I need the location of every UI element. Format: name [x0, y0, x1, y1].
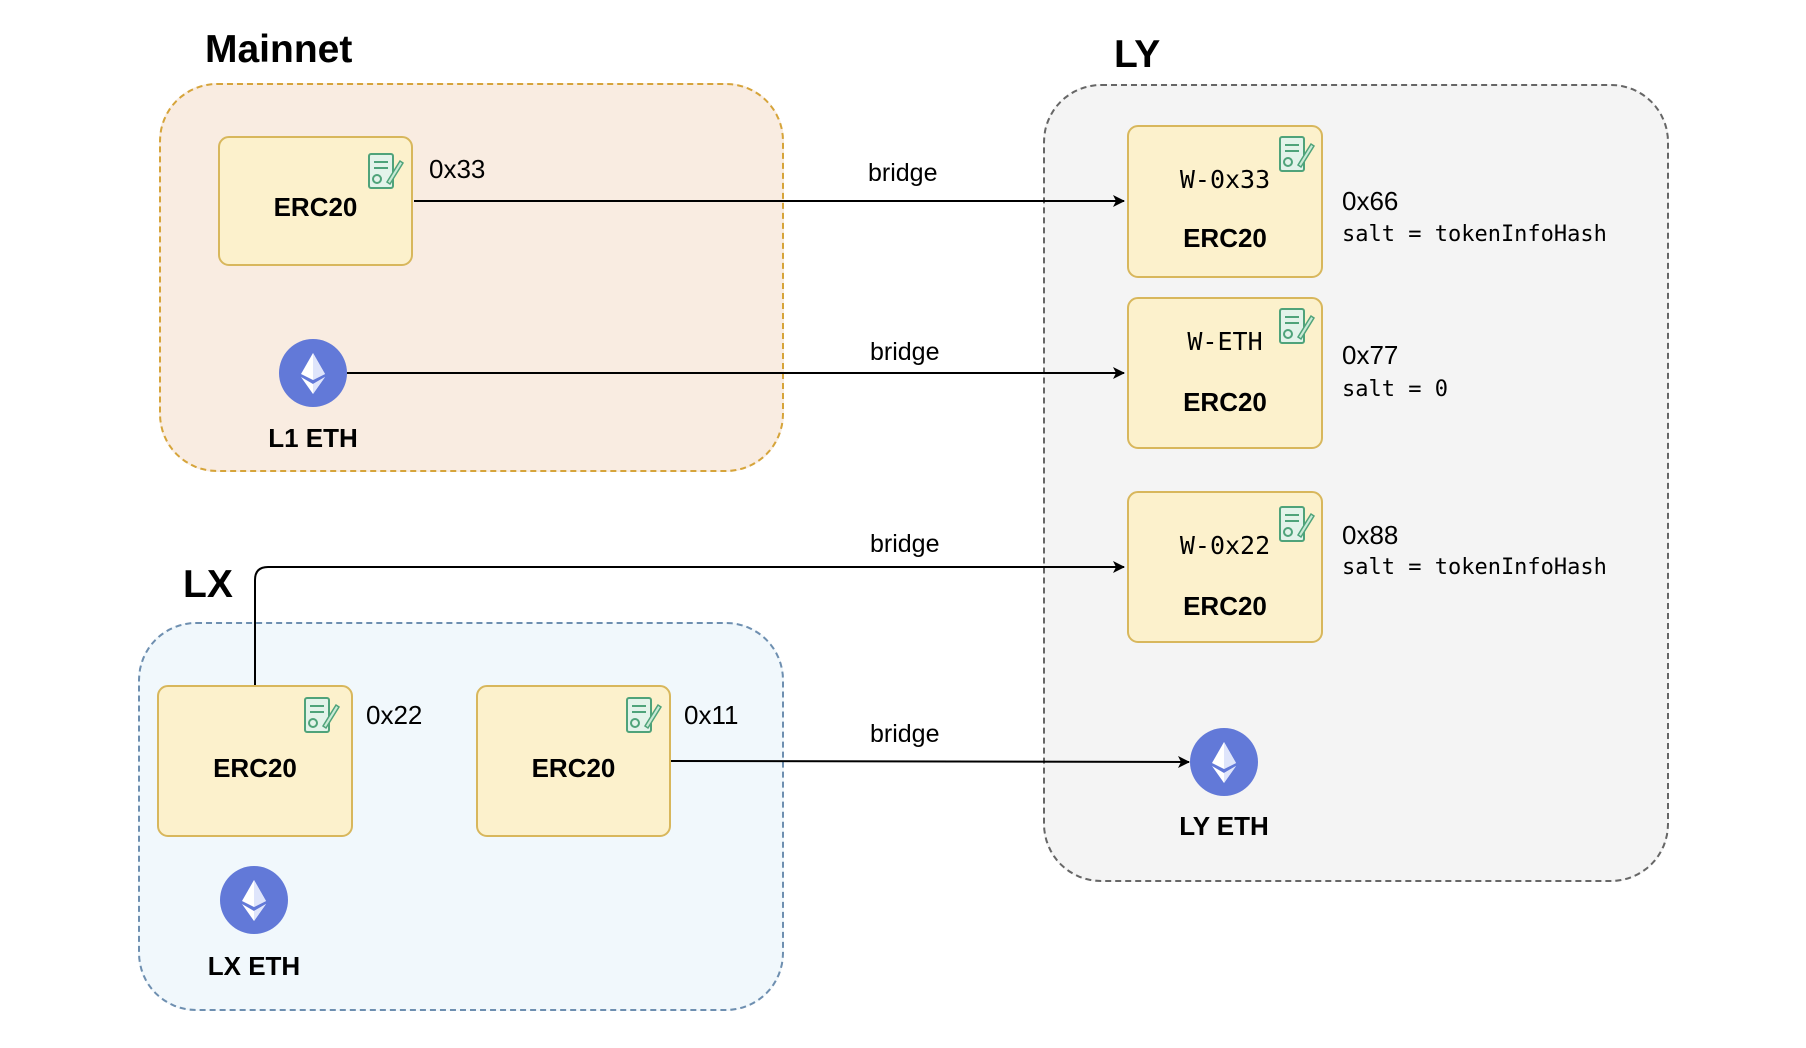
contract-certificate-icon — [368, 153, 405, 189]
wrapped-token-name: W-ETH — [1187, 327, 1263, 356]
contract-certificate-icon — [1279, 136, 1316, 172]
wrapped-token-name: W-0x33 — [1179, 165, 1271, 194]
lx-eth-label: LX ETH — [207, 951, 301, 981]
ly-w-eth-token[interactable]: W-ETH ERC20 — [1127, 297, 1323, 449]
bridge-label-1: bridge — [868, 159, 938, 187]
token-label: ERC20 — [1183, 591, 1267, 621]
wrapped-token-name: W-0x22 — [1179, 531, 1271, 560]
bridge-label-3: bridge — [870, 530, 940, 558]
token-label: ERC20 — [1183, 223, 1267, 253]
ly-w-0x33-address: 0x66 — [1342, 186, 1399, 216]
mainnet-title: Mainnet — [205, 28, 353, 71]
ly-w-eth-salt: salt = 0 — [1342, 377, 1448, 402]
ethereum-icon — [220, 866, 288, 934]
bridge-label-2: bridge — [870, 338, 940, 366]
ethereum-icon — [279, 339, 347, 407]
bridge-edge-erc20-0x11 — [669, 755, 1190, 768]
contract-certificate-icon — [304, 697, 341, 733]
ly-eth-label: LY ETH — [1179, 811, 1269, 841]
lx-title: LX — [183, 563, 233, 606]
mainnet-erc20-address: 0x33 — [429, 154, 486, 184]
lx-erc20-0x11-token[interactable]: ERC20 — [476, 685, 671, 837]
l1-eth-label: L1 ETH — [268, 423, 358, 453]
bridge-edge-erc20-0x22 — [254, 561, 1125, 685]
ly-w-0x22-address: 0x88 — [1342, 520, 1399, 550]
bridge-label-4: bridge — [870, 720, 940, 748]
ethereum-icon — [1190, 728, 1258, 796]
ly-w-0x22-token[interactable]: W-0x22 ERC20 — [1127, 491, 1323, 643]
token-label: ERC20 — [1183, 387, 1267, 417]
contract-certificate-icon — [1279, 308, 1316, 344]
ly-w-0x22-salt: salt = tokenInfoHash — [1342, 555, 1607, 580]
contract-certificate-icon — [626, 697, 663, 733]
lx-erc20-0x22-address: 0x22 — [366, 700, 423, 730]
token-label: ERC20 — [273, 192, 358, 222]
contract-certificate-icon — [1279, 506, 1316, 542]
ly-w-eth-address: 0x77 — [1342, 340, 1399, 370]
ly-title: LY — [1114, 33, 1161, 76]
ly-w-0x33-salt: salt = tokenInfoHash — [1342, 222, 1607, 247]
ly-w-0x33-token[interactable]: W-0x33 ERC20 — [1127, 125, 1323, 278]
lx-erc20-0x11-address: 0x11 — [684, 700, 739, 730]
mainnet-erc20-token[interactable]: ERC20 — [218, 136, 413, 266]
token-label: ERC20 — [531, 753, 616, 783]
token-label: ERC20 — [213, 753, 297, 783]
lx-erc20-0x22-token[interactable]: ERC20 — [157, 685, 353, 837]
